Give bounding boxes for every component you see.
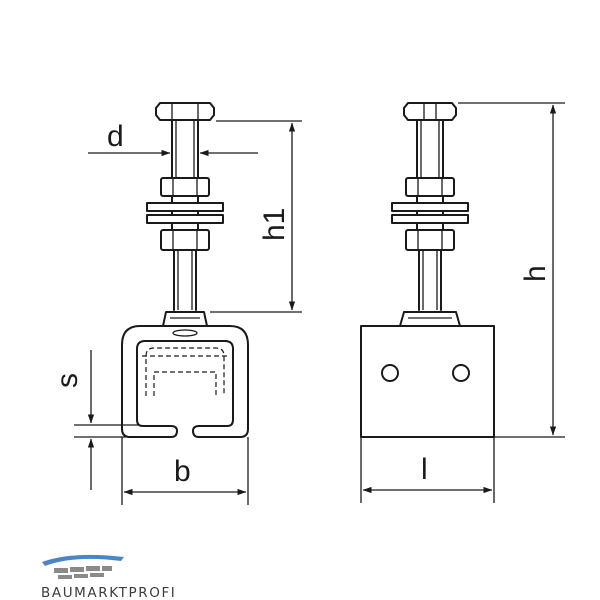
front-lower-rod — [173, 249, 197, 311]
front-clamp-block — [162, 311, 208, 327]
label-h1: h1 — [258, 208, 291, 241]
side-bolt-head — [403, 102, 457, 121]
front-bolt-head — [155, 102, 215, 121]
side-lower-nut — [405, 222, 455, 251]
roof-icon — [42, 554, 124, 566]
label-h: h — [519, 265, 552, 282]
dimension-d: d — [88, 120, 258, 157]
dimension-l: l — [360, 437, 495, 503]
dimension-s: s — [51, 350, 140, 490]
baumarktprofi-logo: BAUMARKTPROFI — [41, 554, 176, 600]
side-clamp-block — [399, 311, 461, 327]
label-s: s — [51, 373, 84, 388]
side-washers — [391, 195, 469, 224]
side-view — [360, 102, 495, 438]
front-threaded-rod — [171, 119, 199, 179]
front-view — [121, 102, 249, 438]
label-l: l — [421, 453, 428, 486]
side-threaded-rod — [416, 119, 444, 179]
front-lower-nut — [160, 222, 210, 251]
front-upper-nut — [160, 177, 210, 197]
dimension-h1: h1 — [210, 120, 302, 313]
front-washers — [146, 195, 224, 224]
side-lower-rod — [418, 249, 442, 311]
front-c-channel — [121, 325, 249, 438]
brand-name: BAUMARKTPROFI — [41, 585, 176, 600]
dimension-h: h — [458, 102, 565, 438]
dimension-b: b — [121, 437, 249, 505]
side-upper-nut — [405, 177, 455, 197]
label-d: d — [107, 120, 124, 153]
bricks-icon — [54, 566, 112, 579]
side-channel-plate — [360, 325, 495, 438]
label-b: b — [174, 455, 191, 488]
